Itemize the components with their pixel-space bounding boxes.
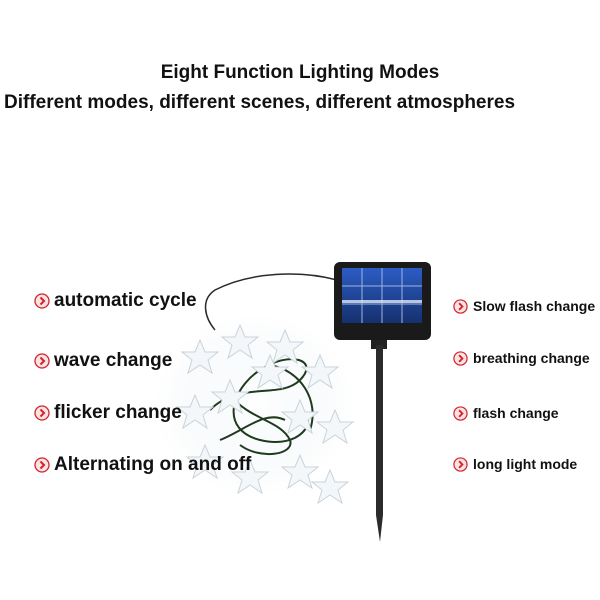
mode-label: Alternating on and off xyxy=(54,454,252,475)
ground-stake xyxy=(371,335,387,542)
chevron-right-circle-icon xyxy=(34,457,50,473)
mode-item-slow-flash: Slow flash change xyxy=(453,298,595,314)
chevron-right-circle-icon xyxy=(453,456,468,472)
mode-label: long light mode xyxy=(473,456,578,472)
power-cable xyxy=(204,273,338,331)
star-lights xyxy=(175,323,355,505)
mode-label: Slow flash change xyxy=(473,298,596,314)
chevron-right-circle-icon xyxy=(453,350,468,366)
mode-item-long-light: long light mode xyxy=(453,456,577,472)
mode-label: automatic cycle xyxy=(54,290,197,311)
chevron-right-circle-icon xyxy=(453,405,468,421)
mode-label: wave change xyxy=(54,350,173,371)
mode-item-alternating: Alternating on and off xyxy=(34,454,251,476)
mode-label: flicker change xyxy=(54,402,182,423)
mode-item-breathing: breathing change xyxy=(453,350,590,366)
chevron-right-circle-icon xyxy=(453,298,468,314)
page-subtitle: Different modes, different scenes, diffe… xyxy=(4,92,516,113)
mode-item-automatic-cycle: automatic cycle xyxy=(34,290,197,312)
mode-item-flash: flash change xyxy=(453,405,559,421)
mode-label: flash change xyxy=(473,405,559,421)
mode-label: breathing change xyxy=(473,350,590,366)
chevron-right-circle-icon xyxy=(34,353,50,369)
chevron-right-circle-icon xyxy=(34,293,50,309)
solar-panel xyxy=(334,262,431,340)
page-title: Eight Function Lighting Modes xyxy=(160,62,440,83)
mode-item-wave-change: wave change xyxy=(34,350,172,372)
chevron-right-circle-icon xyxy=(34,405,50,421)
mode-item-flicker-change: flicker change xyxy=(34,402,182,424)
